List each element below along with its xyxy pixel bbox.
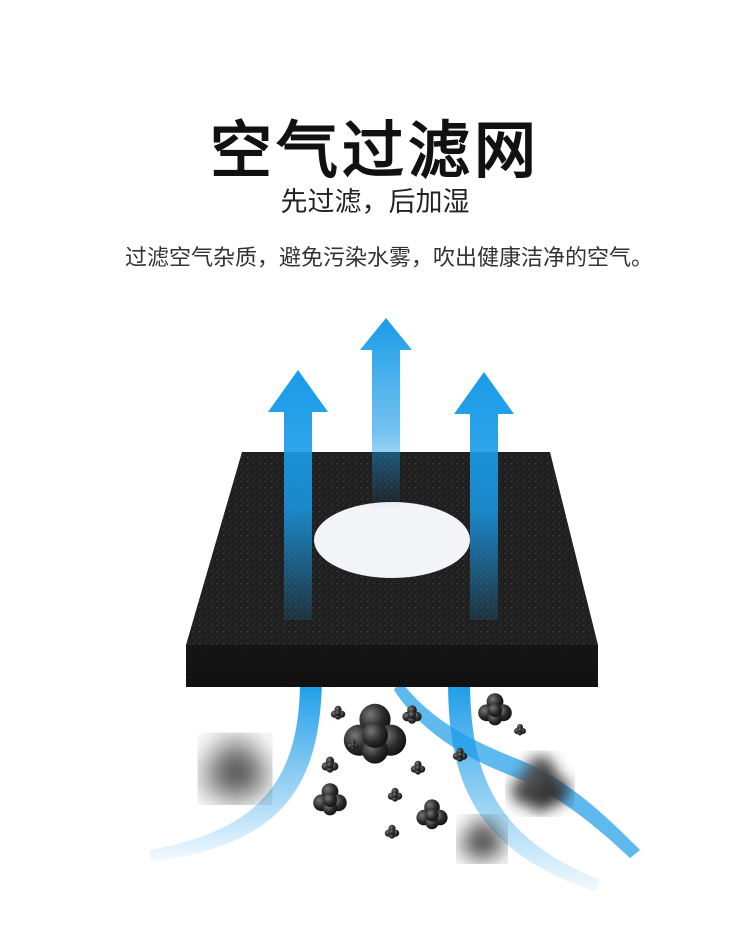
dust-particle-icon — [343, 703, 407, 764]
airflow-arrows — [268, 318, 514, 620]
airflow-arrow-icon — [268, 370, 328, 620]
airflow-streams — [150, 680, 640, 892]
dust-particle-icon — [416, 799, 448, 830]
center-disc — [314, 502, 470, 578]
dust-particle-icon — [384, 824, 400, 839]
filter-illustration — [150, 318, 640, 892]
dust-particle-icon — [478, 693, 512, 726]
airflow-arrow-icon — [454, 372, 514, 620]
dust-particle-icon — [410, 760, 426, 775]
dust-particle-icon — [203, 738, 267, 799]
airflow-arrow-icon — [360, 318, 412, 510]
page-subtitle: 先过滤，后加湿 — [280, 187, 470, 218]
dust-particle-icon — [313, 783, 347, 816]
dust-particle-icon — [514, 724, 526, 736]
dust-particle-icon — [387, 787, 403, 802]
feature-description: 过滤空气杂质，避免污染水雾，吹出健康洁净的空气。 — [124, 246, 653, 271]
dust-particle-icon — [330, 705, 346, 720]
dust-particle-icon — [321, 756, 339, 773]
page-title: 空气过滤网 — [209, 114, 540, 187]
